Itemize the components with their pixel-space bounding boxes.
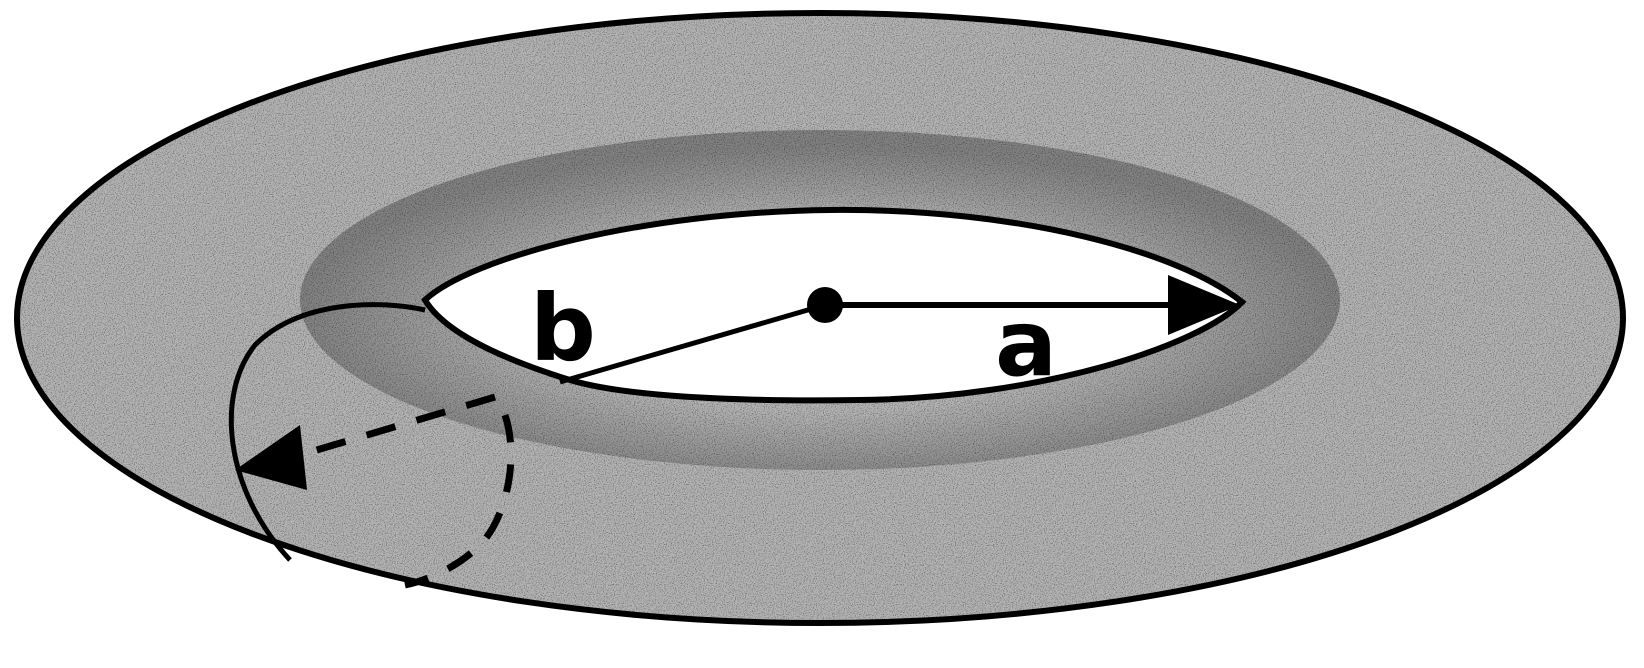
minor-radius-line bbox=[299, 393, 496, 459]
cross-section-front-arc bbox=[228, 302, 426, 562]
cross-section bbox=[228, 302, 515, 589]
label-major-radius: a bbox=[995, 290, 1057, 397]
torus-outer-outline bbox=[14, 10, 1626, 626]
major-radius-arrowhead bbox=[1168, 275, 1240, 335]
center-point bbox=[807, 287, 843, 323]
label-minor-radius: b bbox=[530, 275, 596, 382]
radii bbox=[559, 275, 1240, 385]
minor-radius-arrowhead bbox=[235, 425, 307, 490]
center-to-tube-line bbox=[559, 302, 826, 385]
